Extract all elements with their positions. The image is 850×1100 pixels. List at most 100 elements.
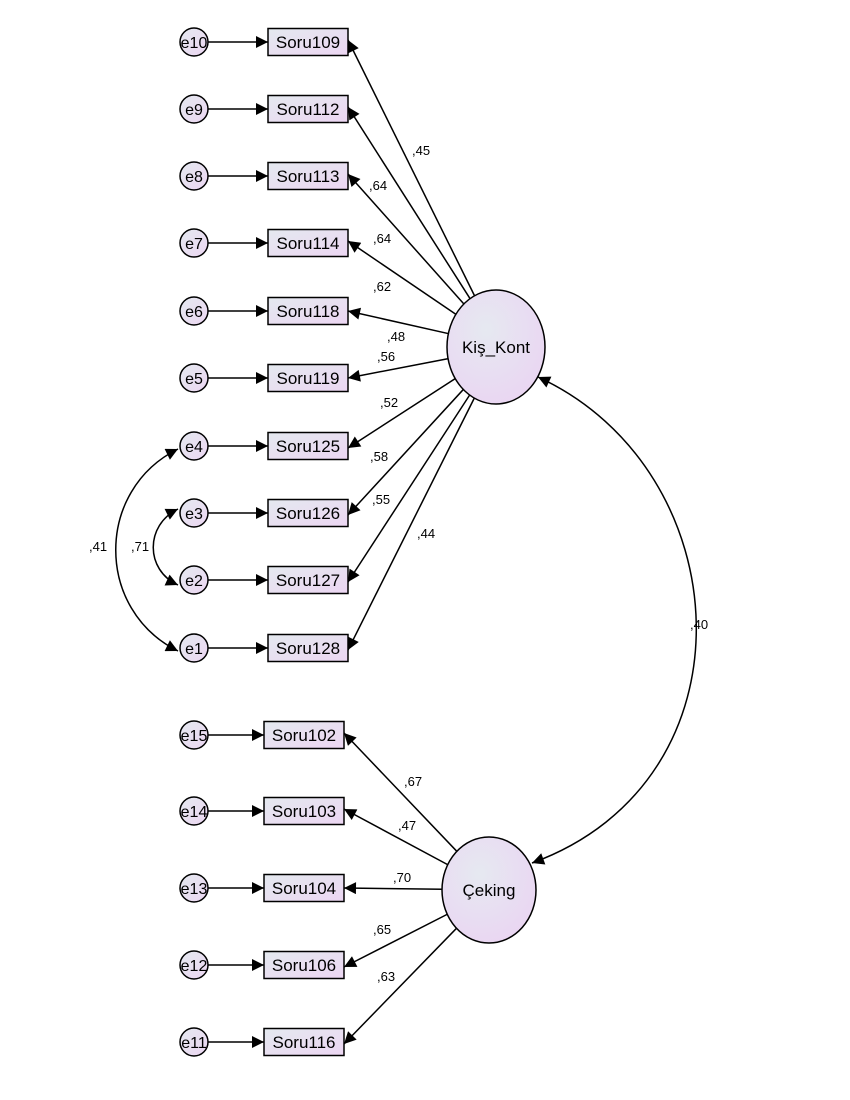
error-covariance-value: ,41 bbox=[89, 539, 107, 554]
factor-covariance-path bbox=[531, 376, 697, 865]
error-label: e7 bbox=[185, 236, 203, 253]
error-node-e3 bbox=[179, 498, 209, 528]
loading-path-Soru128 bbox=[347, 396, 476, 651]
loading-path-Soru119 bbox=[347, 357, 450, 382]
latent-label: Kiş_Kont bbox=[462, 338, 530, 357]
indicator-box-Soru125 bbox=[267, 431, 349, 461]
error-label: e8 bbox=[185, 169, 203, 186]
indicator-box-Soru103 bbox=[263, 796, 345, 826]
indicator-label: Soru114 bbox=[276, 234, 339, 253]
error-node-e1 bbox=[179, 633, 209, 663]
indicator-label: Soru104 bbox=[272, 879, 336, 898]
loading-path-Soru113 bbox=[347, 173, 466, 306]
loading-path-Soru118 bbox=[347, 307, 450, 335]
loading-coefficient: ,64 bbox=[373, 231, 391, 246]
loading-coefficient: ,64 bbox=[369, 178, 387, 193]
factor-covariance-value: ,40 bbox=[690, 617, 708, 632]
error-label: e10 bbox=[181, 35, 208, 52]
indicator-label: Soru103 bbox=[272, 802, 336, 821]
indicator-box-Soru118 bbox=[267, 296, 349, 326]
error-label: e13 bbox=[181, 881, 208, 898]
indicator-label: Soru128 bbox=[276, 639, 340, 658]
error-label: e5 bbox=[185, 371, 203, 388]
error-node-e7 bbox=[179, 228, 209, 258]
error-label: e12 bbox=[181, 958, 208, 975]
indicator-box-Soru113 bbox=[267, 161, 349, 191]
indicator-label: Soru116 bbox=[272, 1033, 335, 1052]
indicator-label: Soru119 bbox=[276, 369, 339, 388]
indicator-label: Soru126 bbox=[276, 504, 340, 523]
indicator-label: Soru112 bbox=[276, 100, 339, 119]
indicator-box-Soru114 bbox=[267, 228, 349, 258]
error-node-e10 bbox=[179, 27, 209, 57]
loading-path-Soru114 bbox=[347, 240, 458, 316]
error-label: e9 bbox=[185, 102, 203, 119]
indicator-label: Soru109 bbox=[276, 33, 340, 52]
error-node-e8 bbox=[179, 161, 209, 191]
edge-layer bbox=[115, 36, 697, 1048]
error-label: e3 bbox=[185, 506, 203, 523]
indicator-box-Soru112 bbox=[267, 94, 349, 124]
error-label: e4 bbox=[185, 439, 203, 456]
error-label: e2 bbox=[185, 573, 203, 590]
error-node-e4 bbox=[179, 431, 209, 461]
loading-coefficient: ,65 bbox=[373, 922, 391, 937]
loading-path-Soru109 bbox=[347, 39, 476, 298]
node-layer bbox=[179, 27, 546, 1057]
error-node-e6 bbox=[179, 296, 209, 326]
loading-coefficient: ,44 bbox=[417, 526, 435, 541]
loading-path-Soru106 bbox=[343, 913, 449, 968]
indicator-label: Soru113 bbox=[276, 167, 339, 186]
loading-coefficient: ,67 bbox=[404, 774, 422, 789]
loading-coefficient: ,45 bbox=[412, 143, 430, 158]
latent-kis bbox=[446, 289, 546, 405]
loading-coefficient: ,58 bbox=[370, 449, 388, 464]
error-node-e14 bbox=[179, 796, 209, 826]
loading-coefficient: ,56 bbox=[377, 349, 395, 364]
loading-path-Soru102 bbox=[343, 732, 459, 853]
indicator-label: Soru125 bbox=[276, 437, 340, 456]
loading-coefficient: ,55 bbox=[372, 492, 390, 507]
indicator-box-Soru126 bbox=[267, 498, 349, 528]
indicator-box-Soru116 bbox=[263, 1027, 345, 1057]
loading-coefficient: ,47 bbox=[398, 818, 416, 833]
loading-path-Soru116 bbox=[343, 927, 458, 1045]
error-covariance-value: ,71 bbox=[131, 539, 149, 554]
latent-cek bbox=[441, 836, 537, 944]
error-covariance-e4-e1 bbox=[115, 448, 179, 652]
loading-coefficient: ,48 bbox=[387, 329, 405, 344]
error-node-e11 bbox=[179, 1027, 209, 1057]
loading-coefficient: ,63 bbox=[377, 969, 395, 984]
loading-coefficient: ,52 bbox=[380, 395, 398, 410]
error-node-e2 bbox=[179, 565, 209, 595]
indicator-box-Soru106 bbox=[263, 950, 345, 980]
error-node-e15 bbox=[179, 720, 209, 750]
loading-path-Soru125 bbox=[347, 377, 457, 449]
indicator-box-Soru104 bbox=[263, 873, 345, 903]
loading-path-Soru112 bbox=[347, 106, 472, 300]
loading-path-Soru126 bbox=[347, 388, 465, 516]
error-covariance-e3-e2 bbox=[152, 508, 179, 586]
indicator-box-Soru109 bbox=[267, 27, 349, 57]
indicator-label: Soru127 bbox=[276, 571, 340, 590]
error-label: e11 bbox=[181, 1035, 207, 1052]
indicator-label: Soru118 bbox=[276, 302, 339, 321]
error-node-e13 bbox=[179, 873, 209, 903]
error-label: e15 bbox=[181, 728, 208, 745]
error-label: e6 bbox=[185, 304, 203, 321]
indicator-label: Soru106 bbox=[272, 956, 336, 975]
error-node-e9 bbox=[179, 94, 209, 124]
error-label: e1 bbox=[185, 641, 203, 658]
loading-path-Soru127 bbox=[347, 393, 471, 583]
error-node-e5 bbox=[179, 363, 209, 393]
error-node-e12 bbox=[179, 950, 209, 980]
indicator-box-Soru127 bbox=[267, 565, 349, 595]
latent-label: Çeking bbox=[463, 881, 516, 900]
loading-coefficient: ,70 bbox=[393, 870, 411, 885]
indicator-box-Soru128 bbox=[267, 633, 349, 663]
loading-path-Soru104 bbox=[343, 882, 443, 895]
error-label: e14 bbox=[181, 804, 208, 821]
indicator-box-Soru119 bbox=[267, 363, 349, 393]
